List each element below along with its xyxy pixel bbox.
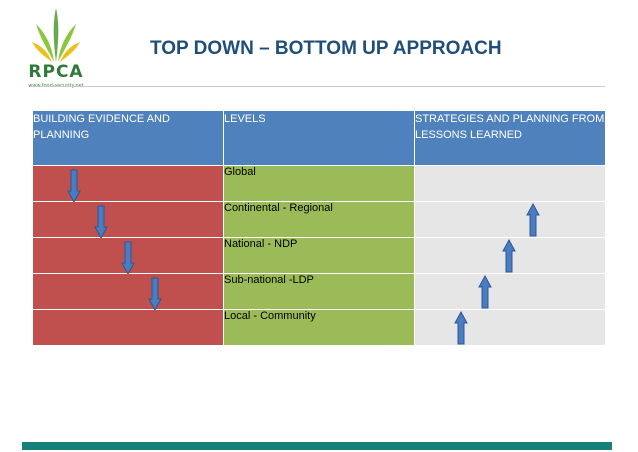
title-divider [30, 86, 605, 87]
level-label: Local - Community [223, 309, 415, 346]
down-cell [32, 165, 224, 203]
arrow-down-icon [67, 169, 81, 203]
footer-bar [22, 442, 612, 450]
rpca-logo: RPCA www.food-security.net [18, 6, 94, 92]
arrow-down-icon [148, 277, 162, 311]
table-row: National - NDP [32, 237, 606, 275]
logo-name: RPCA [28, 62, 84, 82]
leaf-icon [32, 8, 80, 62]
header-strategies: STRATEGIES AND PLANNING FROM LESSONS LEA… [414, 110, 606, 166]
arrow-up-icon [478, 275, 492, 309]
table-row: Global [32, 165, 606, 203]
down-cell [32, 237, 224, 275]
level-label: Continental - Regional [223, 201, 415, 238]
arrow-down-icon [94, 205, 108, 239]
approach-table: BUILDING EVIDENCE AND PLANNING LEVELS ST… [32, 110, 606, 346]
header-row: BUILDING EVIDENCE AND PLANNING LEVELS ST… [32, 110, 606, 166]
up-cell [414, 165, 606, 202]
up-cell [414, 201, 606, 238]
level-label: Global [223, 165, 415, 202]
level-label: Sub-national -LDP [223, 273, 415, 310]
up-cell [414, 273, 606, 310]
down-cell [32, 201, 224, 239]
table-row: Local - Community [32, 309, 606, 346]
up-cell [414, 237, 606, 274]
header-building-evidence: BUILDING EVIDENCE AND PLANNING [32, 110, 224, 166]
header-levels: LEVELS [223, 110, 415, 166]
arrow-up-icon [454, 311, 468, 345]
table-row: Sub-national -LDP [32, 273, 606, 311]
table-row: Continental - Regional [32, 201, 606, 239]
arrow-up-icon [502, 239, 516, 273]
arrow-up-icon [526, 203, 540, 237]
slide-title: TOP DOWN – BOTTOM UP APPROACH [150, 38, 502, 59]
level-label: National - NDP [223, 237, 415, 274]
arrow-down-icon [121, 241, 135, 275]
down-cell [32, 273, 224, 311]
up-cell [414, 309, 606, 346]
down-cell [32, 309, 224, 346]
